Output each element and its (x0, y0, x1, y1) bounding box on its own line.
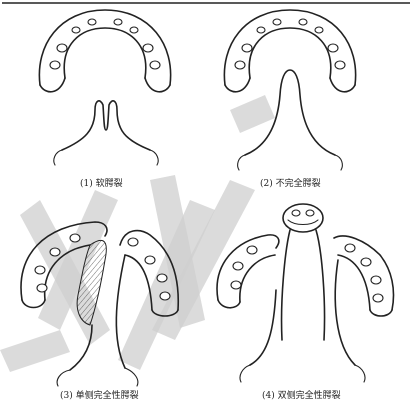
watermark (0, 95, 275, 372)
panel-1-soft-palate-cleft: (1) 软腭裂 (39, 10, 170, 189)
caption-4: (4) 双侧完全性腭裂 (262, 389, 341, 401)
panel-2-incomplete-cleft: (2) 不完全腭裂 (224, 10, 355, 189)
caption-3: (3) 单侧完全性腭裂 (60, 389, 139, 401)
caption-2: (2) 不完全腭裂 (260, 177, 321, 189)
panel-4-bilateral-complete-cleft: (4) 双侧完全性腭裂 (217, 204, 393, 401)
caption-1: (1) 软腭裂 (80, 177, 123, 189)
